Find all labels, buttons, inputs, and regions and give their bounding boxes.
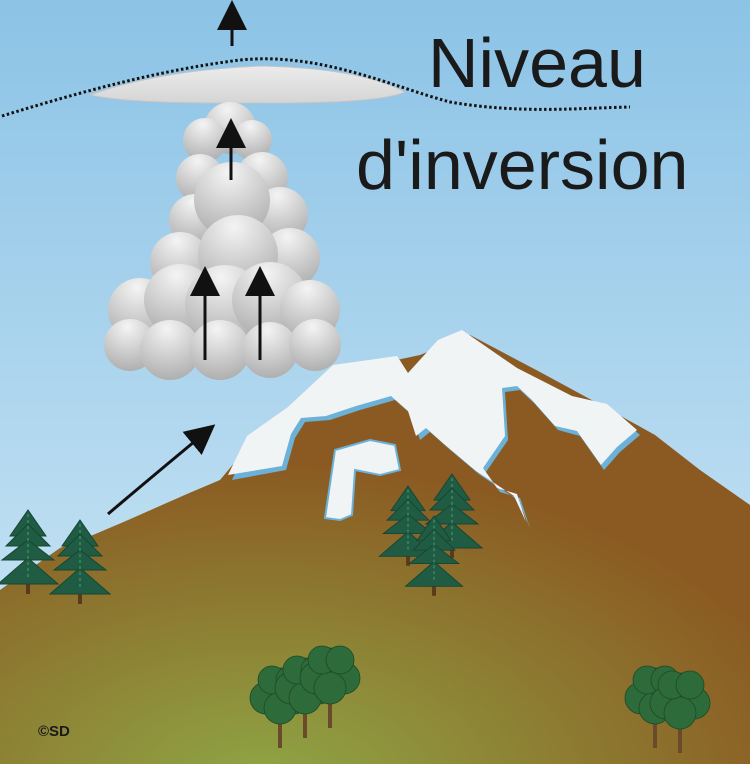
updraft-arrows <box>107 0 275 516</box>
snow-tongue <box>323 438 402 522</box>
snow-cap <box>228 330 640 528</box>
conifer-tree <box>420 473 484 558</box>
deciduous-trees <box>249 645 711 753</box>
conifer-tree <box>404 515 464 596</box>
inversion-level-line <box>1 57 631 118</box>
deciduous-tree <box>299 645 361 728</box>
flat-cloud <box>88 65 407 104</box>
title-inversion: d'inversion <box>356 126 689 204</box>
conifer-trees <box>0 473 484 604</box>
copyright-label: ©SD <box>38 723 70 740</box>
title-niveau: Niveau <box>428 24 646 102</box>
snow-cap-top <box>228 330 637 522</box>
arrow-upslope <box>107 424 216 516</box>
mountain <box>0 335 750 764</box>
deciduous-tree <box>649 670 711 753</box>
conifer-tree <box>48 519 112 604</box>
conifer-tree <box>0 509 60 594</box>
